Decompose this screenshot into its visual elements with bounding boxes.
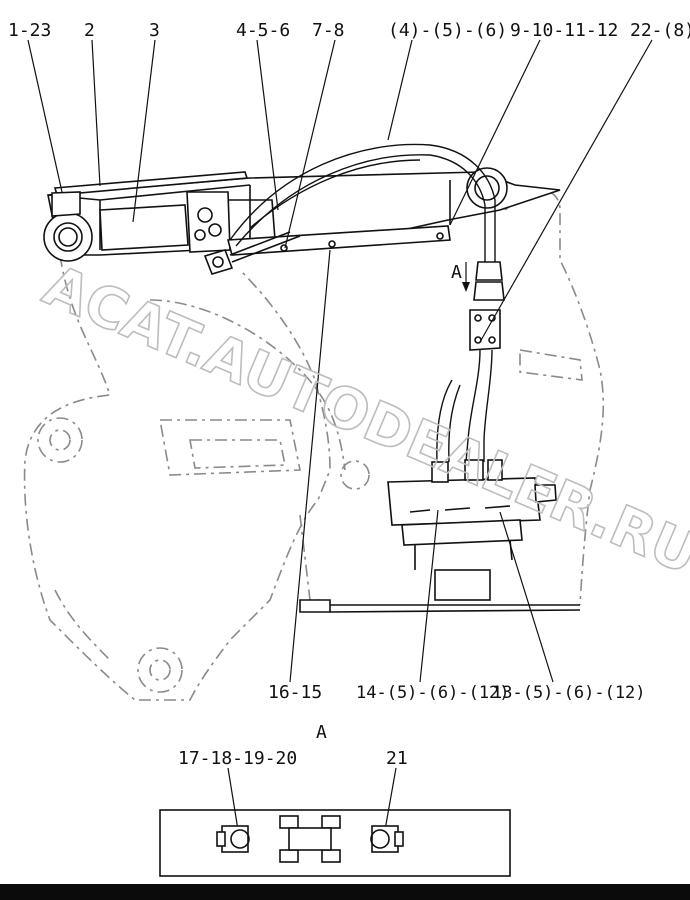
- label-3: 3: [149, 20, 160, 41]
- label-view-arrow-a: A: [451, 262, 462, 283]
- control-valve: [299, 459, 581, 613]
- label-13: 13-(5)-(6)-(12): [492, 683, 646, 703]
- label-view-a-title: A: [316, 722, 327, 743]
- watermark: ACAT.AUTODEALER.RU: [34, 252, 690, 588]
- label-1-23: 1-23: [8, 20, 51, 41]
- bottom-bar: [0, 884, 690, 900]
- label-4-5-6: 4-5-6: [236, 20, 290, 41]
- label-21: 21: [386, 748, 408, 769]
- label-17-18-19-20: 17-18-19-20: [178, 748, 297, 769]
- view-a-detail: [159, 809, 511, 877]
- callout-labels: 1-23 2 3 4-5-6 7-8 (4)-(5)-(6) 9-10-11-1…: [8, 20, 690, 769]
- label-2: 2: [84, 20, 95, 41]
- label-4-5-6-paren: (4)-(5)-(6): [388, 20, 507, 41]
- label-16-15: 16-15: [268, 682, 322, 703]
- leader-lines: [27, 39, 653, 831]
- label-9-10-11-12: 9-10-11-12: [510, 20, 618, 41]
- label-7-8: 7-8: [312, 20, 345, 41]
- boom-assembly: [43, 167, 561, 275]
- label-22-8: 22-(8): [630, 20, 690, 41]
- watermark-text: ACAT.AUTODEALER.RU: [35, 253, 690, 588]
- label-14: 14-(5)-(6)-(12): [356, 683, 510, 703]
- hose-routing: [229, 143, 505, 463]
- machine-frame-phantom: [23, 190, 605, 701]
